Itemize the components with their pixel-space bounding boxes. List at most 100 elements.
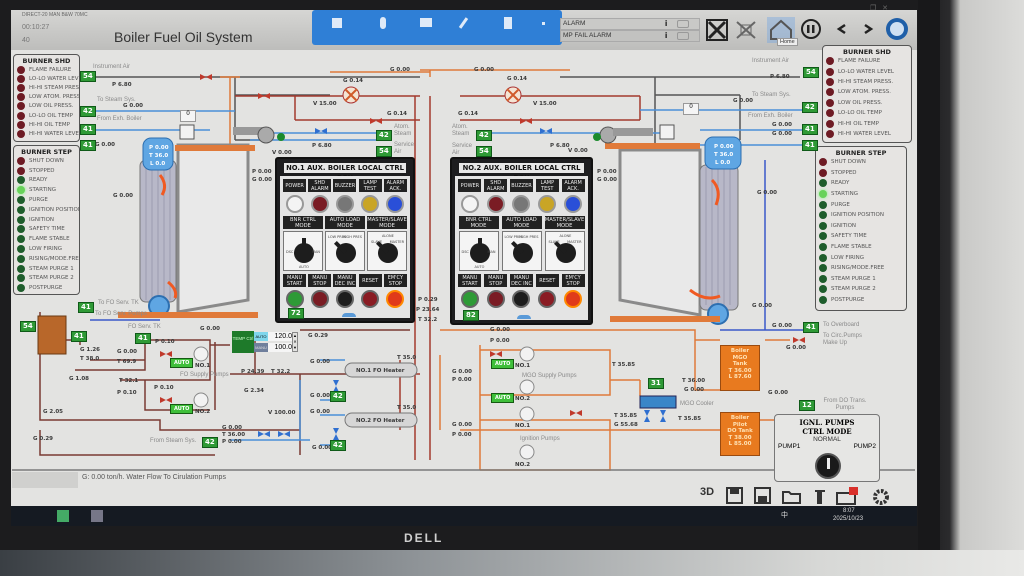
reset-button[interactable]: [361, 290, 380, 308]
manu-start-button[interactable]: [460, 290, 479, 308]
alarm-row[interactable]: MP FAIL ALARM i: [560, 30, 700, 42]
link-badge[interactable]: 54: [20, 321, 36, 332]
burner-step-item: PURGE: [819, 199, 903, 210]
alarm-info-button[interactable]: i: [665, 19, 668, 28]
temp-auto-setpoint[interactable]: 120.0: [268, 332, 292, 341]
level-setpoint-1[interactable]: 0: [180, 110, 196, 122]
link-badge[interactable]: 42: [330, 440, 346, 451]
flow-value: G 0.00: [772, 122, 792, 128]
microphone-icon[interactable]: [380, 17, 386, 29]
valve-value: V 15.00: [313, 101, 337, 107]
ctrl-box-badge[interactable]: 72: [288, 308, 304, 319]
link-badge[interactable]: 42: [80, 106, 96, 117]
link-badge[interactable]: 42: [802, 102, 818, 113]
label-to-fo-serv-tk: To FO Serv. TK: [98, 300, 139, 306]
alarm-ack-button[interactable]: [677, 20, 689, 28]
ctrl-label: BUZZER: [333, 179, 357, 192]
link-badge[interactable]: 31: [648, 378, 664, 389]
ctrl-box-badge[interactable]: 82: [463, 310, 479, 321]
manu-dec-inc-button[interactable]: [512, 290, 531, 308]
reset-button[interactable]: [538, 290, 557, 308]
fullscreen-icon[interactable]: [706, 19, 728, 41]
3d-view-button[interactable]: 3D: [700, 486, 715, 498]
previous-icon[interactable]: [836, 23, 846, 35]
level-setpoint-2[interactable]: 0: [683, 103, 699, 115]
link-badge[interactable]: 41: [803, 322, 819, 333]
lamp-test-lamp[interactable]: [361, 195, 380, 213]
link-badge[interactable]: 54: [476, 146, 492, 157]
link-badge[interactable]: 41: [80, 124, 96, 135]
pump-auto-button[interactable]: AUTO: [170, 404, 194, 414]
ime-indicator[interactable]: 中: [781, 512, 788, 519]
link-badge[interactable]: 41: [71, 331, 87, 342]
link-badge[interactable]: 42: [476, 130, 492, 141]
lamp-test-lamp[interactable]: [538, 195, 557, 213]
flow-value: G 0.00: [113, 193, 133, 199]
close-window-button[interactable]: ✕: [882, 5, 888, 12]
alarm-ack-lamp[interactable]: [564, 195, 583, 213]
link-badge[interactable]: 41: [802, 124, 818, 135]
pump-auto-button[interactable]: AUTO: [491, 359, 515, 369]
taskbar-app-icon[interactable]: [91, 510, 103, 522]
manu-stop-button[interactable]: [486, 290, 505, 308]
indicator-lamp: [819, 221, 827, 230]
open-folder-icon[interactable]: [782, 491, 801, 504]
taskbar-time[interactable]: 8:07: [843, 508, 855, 514]
screen-share-icon[interactable]: [420, 18, 432, 27]
heater-2-label: NO.2 FO Heater: [356, 418, 405, 424]
indicator-lamp: [826, 67, 834, 76]
emergency-stop-button[interactable]: [386, 290, 405, 308]
link-badge[interactable]: 42: [376, 130, 392, 141]
alarm-info-button[interactable]: i: [665, 31, 668, 40]
pressure-value: P 0.10: [155, 339, 175, 345]
next-icon[interactable]: [864, 23, 874, 35]
link-badge[interactable]: 41: [80, 140, 96, 151]
temp-manu-setpoint[interactable]: 100.0: [268, 343, 292, 352]
settings-gear-icon[interactable]: [873, 489, 889, 505]
label-to-circ-pumps: To Circ.Pumps Make Up: [823, 333, 863, 346]
temp-auto-button[interactable]: AUTO: [254, 332, 268, 341]
link-badge[interactable]: 42: [202, 437, 218, 448]
alarm-ack-lamp[interactable]: [386, 195, 405, 213]
window-broadcast-icon[interactable]: [332, 18, 342, 28]
ignition-mode-knob[interactable]: [815, 453, 841, 479]
alarm-row[interactable]: ALARM i: [560, 18, 700, 30]
link-badge[interactable]: 41: [135, 333, 151, 344]
manu-start-button[interactable]: [285, 290, 304, 308]
setpoint-stepper[interactable]: ▲✕▼: [292, 332, 298, 352]
alarm-ack-button[interactable]: [677, 32, 689, 40]
link-badge[interactable]: 42: [330, 391, 346, 402]
manu-stop-button[interactable]: [310, 290, 329, 308]
save-as-icon[interactable]: [754, 487, 771, 504]
taskbar-date[interactable]: 2025/10/23: [833, 516, 864, 522]
pump-auto-button[interactable]: AUTO: [491, 393, 515, 403]
link-badge[interactable]: 54: [80, 71, 96, 82]
pump-auto-button[interactable]: AUTO: [170, 358, 194, 368]
link-badge[interactable]: 41: [802, 140, 818, 151]
save-icon[interactable]: [726, 487, 743, 504]
restore-window-button[interactable]: ❐: [870, 5, 877, 12]
taskbar-app-icon[interactable]: [57, 510, 69, 522]
emergency-stop-button[interactable]: [564, 290, 583, 308]
fire-extinguisher-icon[interactable]: [815, 490, 825, 504]
drum-temp: T 36.0: [149, 153, 169, 159]
temp-manu-button[interactable]: MANU: [254, 343, 268, 352]
pause-icon[interactable]: [801, 19, 821, 39]
temp-value: T 32.2: [271, 369, 291, 375]
more-icon[interactable]: [542, 22, 545, 25]
pump-label: NO.2: [515, 396, 531, 402]
exit-icon[interactable]: [504, 17, 512, 29]
camera-icon[interactable]: [836, 487, 858, 505]
link-badge[interactable]: 41: [78, 302, 94, 313]
link-badge[interactable]: 12: [799, 400, 815, 411]
link-badge[interactable]: 54: [803, 67, 819, 78]
mute-icon[interactable]: [736, 21, 756, 39]
manu-dec-inc-button[interactable]: [335, 290, 354, 308]
link-badge[interactable]: 54: [376, 146, 392, 157]
